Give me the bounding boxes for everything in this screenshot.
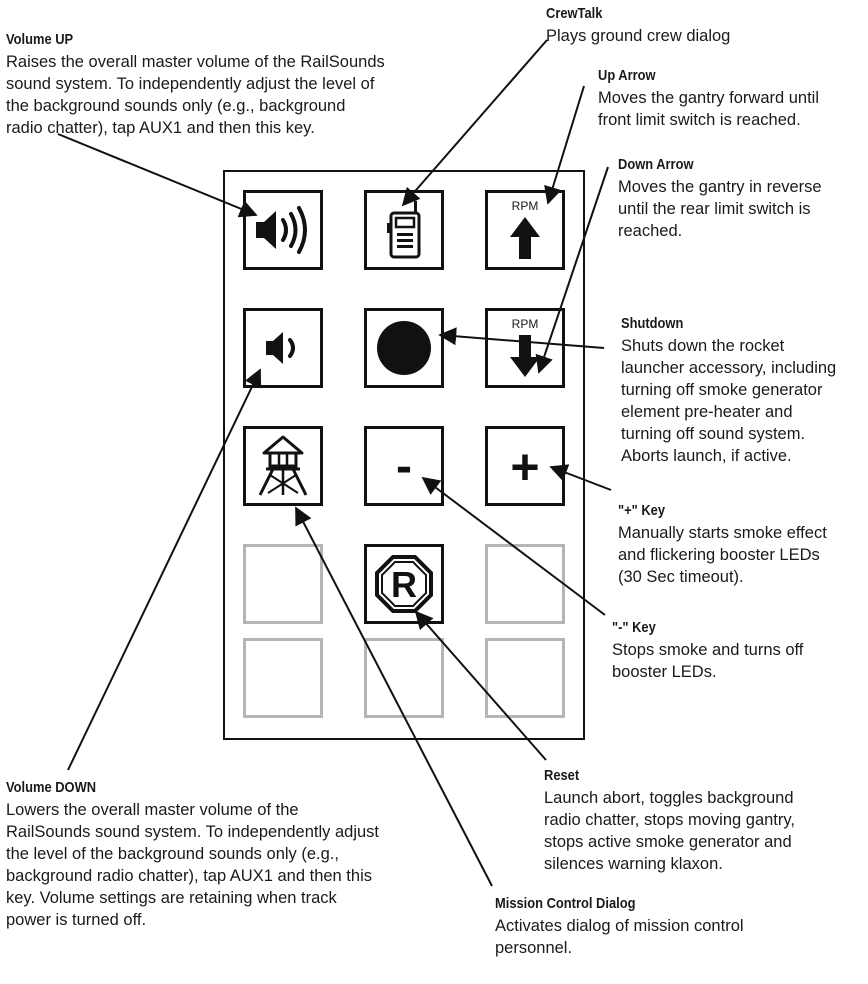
callout-reset: Reset Launch abort, toggles background r… [544, 765, 795, 875]
blank-key [364, 638, 444, 718]
callout-shutdown: Shutdown Shuts down the rocket launcher … [621, 313, 836, 467]
minus-symbol: - [396, 440, 412, 493]
reset-symbol: R [391, 564, 417, 605]
minus-key[interactable]: - [364, 426, 444, 506]
rpm-label: RPM [511, 317, 539, 331]
shutdown-key[interactable] [364, 308, 444, 388]
callout-title: Up Arrow [598, 67, 656, 84]
callout-description: Launch abort, toggles background radio c… [544, 789, 795, 873]
speaker-quiet-icon [266, 332, 295, 364]
up-arrow-key[interactable]: RPM [485, 190, 565, 270]
callout-volume-down: Volume DOWN Lowers the overall master vo… [6, 777, 379, 931]
down-arrow-key[interactable]: RPM [485, 308, 565, 388]
speaker-loud-icon [256, 206, 307, 254]
walkie-talkie-icon [387, 201, 421, 259]
callout-volume-up: Volume UP Raises the overall master volu… [6, 29, 385, 139]
plus-key[interactable]: + [485, 426, 565, 506]
callout-title: Shutdown [621, 315, 684, 332]
volume-up-key[interactable] [243, 190, 323, 270]
blank-key [243, 544, 323, 624]
plus-symbol: + [510, 439, 539, 495]
callout-description: Moves the gantry forward until front lim… [598, 89, 820, 129]
blank-key [485, 544, 565, 624]
mission-control-key[interactable] [243, 426, 323, 506]
reset-octagon-icon: R [375, 555, 433, 613]
minus-icon: - [396, 440, 412, 493]
callout-description: Manually starts smoke effect and flicker… [618, 524, 827, 586]
callout-title: Volume UP [6, 31, 74, 48]
callout-description: Stops smoke and turns off booster LEDs. [612, 641, 804, 681]
callout-title: "-" Key [612, 619, 656, 636]
callout-title: Mission Control Dialog [495, 895, 636, 912]
crewtalk-key[interactable] [364, 190, 444, 270]
callout-title: Down Arrow [618, 156, 694, 173]
callout-up-arrow: Up Arrow Moves the gantry forward until … [598, 65, 819, 131]
tower-icon [258, 435, 308, 496]
callout-title: Reset [544, 767, 580, 784]
callout-plus-key: "+" Key Manually starts smoke effect and… [618, 500, 827, 588]
down-arrow-icon [510, 335, 540, 377]
callout-title: Volume DOWN [6, 779, 97, 796]
blank-key [243, 638, 323, 718]
callout-minus-key: "-" Key Stops smoke and turns off booste… [612, 617, 803, 683]
callout-crewtalk: CrewTalk Plays ground crew dialog [546, 3, 730, 47]
plus-icon: + [510, 439, 539, 495]
blank-key [485, 638, 565, 718]
callout-title: "+" Key [618, 502, 666, 519]
callout-description: Lowers the overall master volume of the … [6, 801, 380, 929]
reset-key[interactable]: R [364, 544, 444, 624]
stop-circle-icon [377, 321, 431, 375]
volume-down-key[interactable] [243, 308, 323, 388]
callout-description: Moves the gantry in reverse until the re… [618, 178, 822, 240]
remote-keypad: RPM RPM [223, 170, 585, 740]
up-arrow-icon [510, 217, 540, 259]
callout-description: Shuts down the rocket launcher accessory… [621, 337, 837, 465]
callout-mission-control: Mission Control Dialog Activates dialog … [495, 893, 744, 959]
callout-description: Activates dialog of mission control pers… [495, 917, 744, 957]
callout-description: Plays ground crew dialog [546, 27, 731, 45]
callout-description: Raises the overall master volume of the … [6, 53, 385, 137]
callout-down-arrow: Down Arrow Moves the gantry in reverse u… [618, 154, 822, 242]
callout-title: CrewTalk [546, 5, 603, 22]
